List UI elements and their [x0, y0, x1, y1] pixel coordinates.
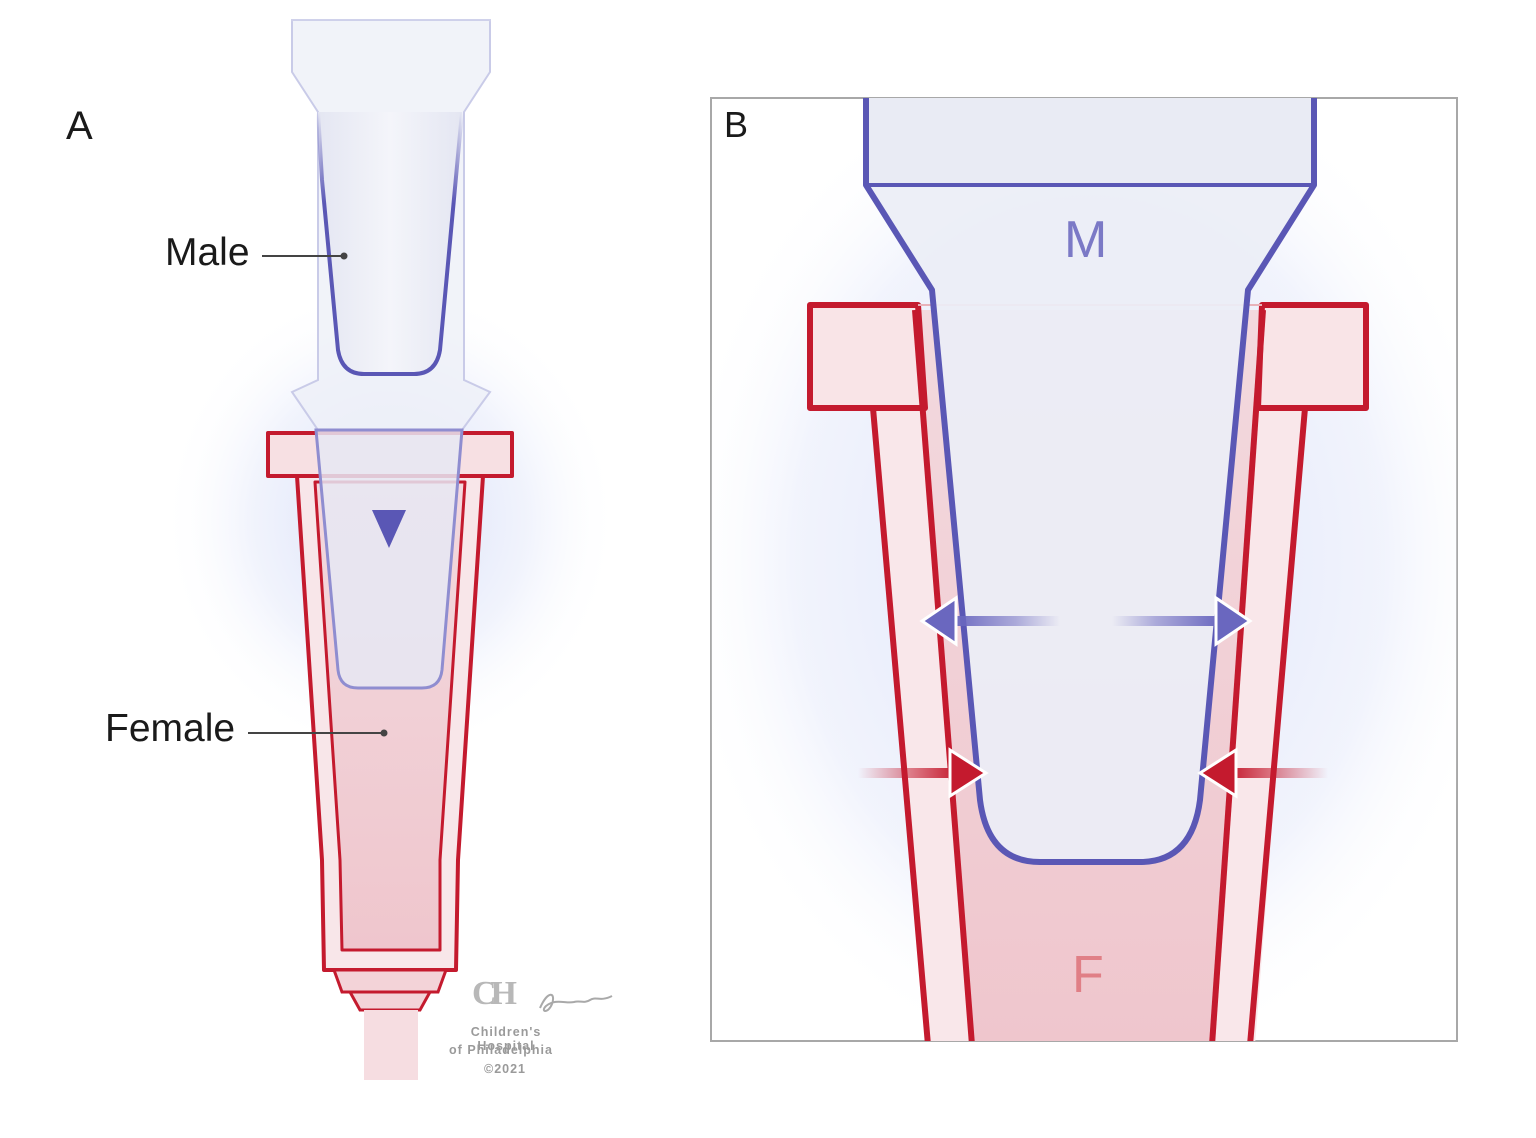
male-leader-dot — [340, 252, 348, 260]
expansion-arrow-left-head — [919, 595, 958, 647]
compression-arrow-right-shaft — [1228, 768, 1328, 778]
tubing-a — [364, 1010, 418, 1080]
insertion-arrow-head — [372, 510, 406, 548]
female-inner-wall-left-b — [912, 309, 975, 1041]
female-hub-neck-a — [347, 990, 433, 1012]
male-outline-b — [863, 98, 1317, 865]
compression-arrow-left-head — [948, 747, 989, 799]
credit-line-1: Children's Hospital — [470, 1025, 542, 1053]
artist-signature — [539, 993, 613, 1012]
female-inner-wall-right-b — [1209, 309, 1266, 1041]
credit-line-3: ©2021 — [483, 1062, 527, 1076]
female-outer-wall-right-b — [1247, 407, 1308, 1041]
panel-b-letter: B — [724, 104, 749, 145]
female-flange-right-b — [1255, 302, 1369, 411]
male-top-fade-a — [290, 0, 492, 90]
credit-line-2: of Philadelphia — [449, 1043, 553, 1057]
male-tip-inserted-a — [314, 428, 464, 690]
compression-arrow-left-shaft — [858, 768, 958, 778]
male-tip-a — [316, 111, 464, 376]
male-letter-b: M — [1064, 211, 1108, 269]
panel-b — [710, 97, 1458, 1042]
panel-a — [160, 0, 620, 1080]
panel-a-letter: A — [66, 104, 93, 148]
expansion-arrow-left-shaft — [950, 616, 1060, 626]
female-leader-dot — [380, 729, 388, 737]
female-letter-b: F — [1072, 946, 1104, 1004]
female-outer-wall-left-b — [870, 407, 931, 1041]
male-label: Male — [165, 231, 250, 274]
female-label: Female — [105, 707, 236, 750]
male-barrel-b — [866, 98, 1314, 185]
male-taper-fill-b — [866, 185, 1314, 862]
compression-arrow-right-head — [1197, 747, 1238, 799]
female-flange-left-b — [807, 302, 928, 411]
expansion-arrow-right-shaft — [1112, 616, 1222, 626]
chop-logo: CH — [472, 975, 517, 1012]
expansion-arrow-right-head — [1214, 595, 1253, 647]
female-hub-step-a — [331, 968, 449, 994]
